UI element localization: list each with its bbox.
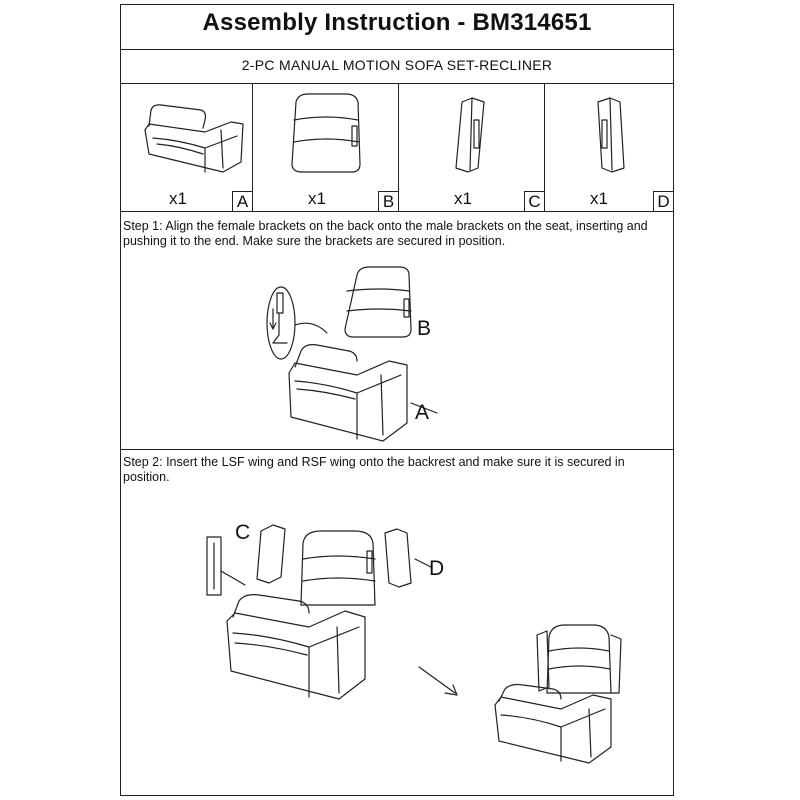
backrest-illustration [291, 93, 361, 173]
subtitle-divider [121, 83, 673, 84]
part-d-cell: x1 D [544, 84, 673, 211]
step-2-assembly-illustration [206, 524, 432, 700]
seat-illustration [144, 104, 244, 173]
part-label: A [232, 191, 252, 211]
callout-label-a: A [415, 401, 430, 424]
step-1-illustration [266, 266, 438, 442]
parts-divider [398, 83, 399, 211]
part-label: D [653, 191, 673, 211]
callout-label-d: D [429, 557, 445, 580]
assembled-recliner-illustration [494, 624, 622, 764]
step-2-instructions: Step 2: Insert the LSF wing and RSF wing… [123, 455, 625, 484]
part-b-cell: x1 B [252, 84, 398, 211]
part-quantity: x1 [454, 189, 472, 208]
part-quantity: x1 [590, 189, 608, 208]
arrow-icon [418, 666, 458, 696]
title-divider [121, 49, 673, 50]
part-quantity: x1 [169, 189, 187, 208]
page-title: Assembly Instruction - BM314651 [202, 9, 592, 36]
part-label: B [378, 191, 398, 211]
right-wing-illustration [597, 97, 625, 173]
parts-row-divider [121, 211, 673, 212]
callout-label-b: B [417, 317, 432, 340]
product-subtitle: 2-PC MANUAL MOTION SOFA SET-RECLINER [241, 57, 553, 73]
left-wing-illustration [455, 97, 485, 173]
instruction-sheet: Assembly Instruction - BM314651 2-PC MAN… [120, 4, 674, 796]
part-quantity: x1 [308, 189, 326, 208]
step-divider [121, 449, 673, 450]
callout-label-c: C [235, 521, 251, 544]
part-label: C [524, 191, 544, 211]
part-c-cell: x1 C [398, 84, 544, 211]
parts-divider [252, 83, 253, 211]
parts-divider [544, 83, 545, 211]
part-a-cell: x1 A [121, 84, 252, 211]
step-1-instructions: Step 1: Align the female brackets on the… [123, 219, 648, 248]
